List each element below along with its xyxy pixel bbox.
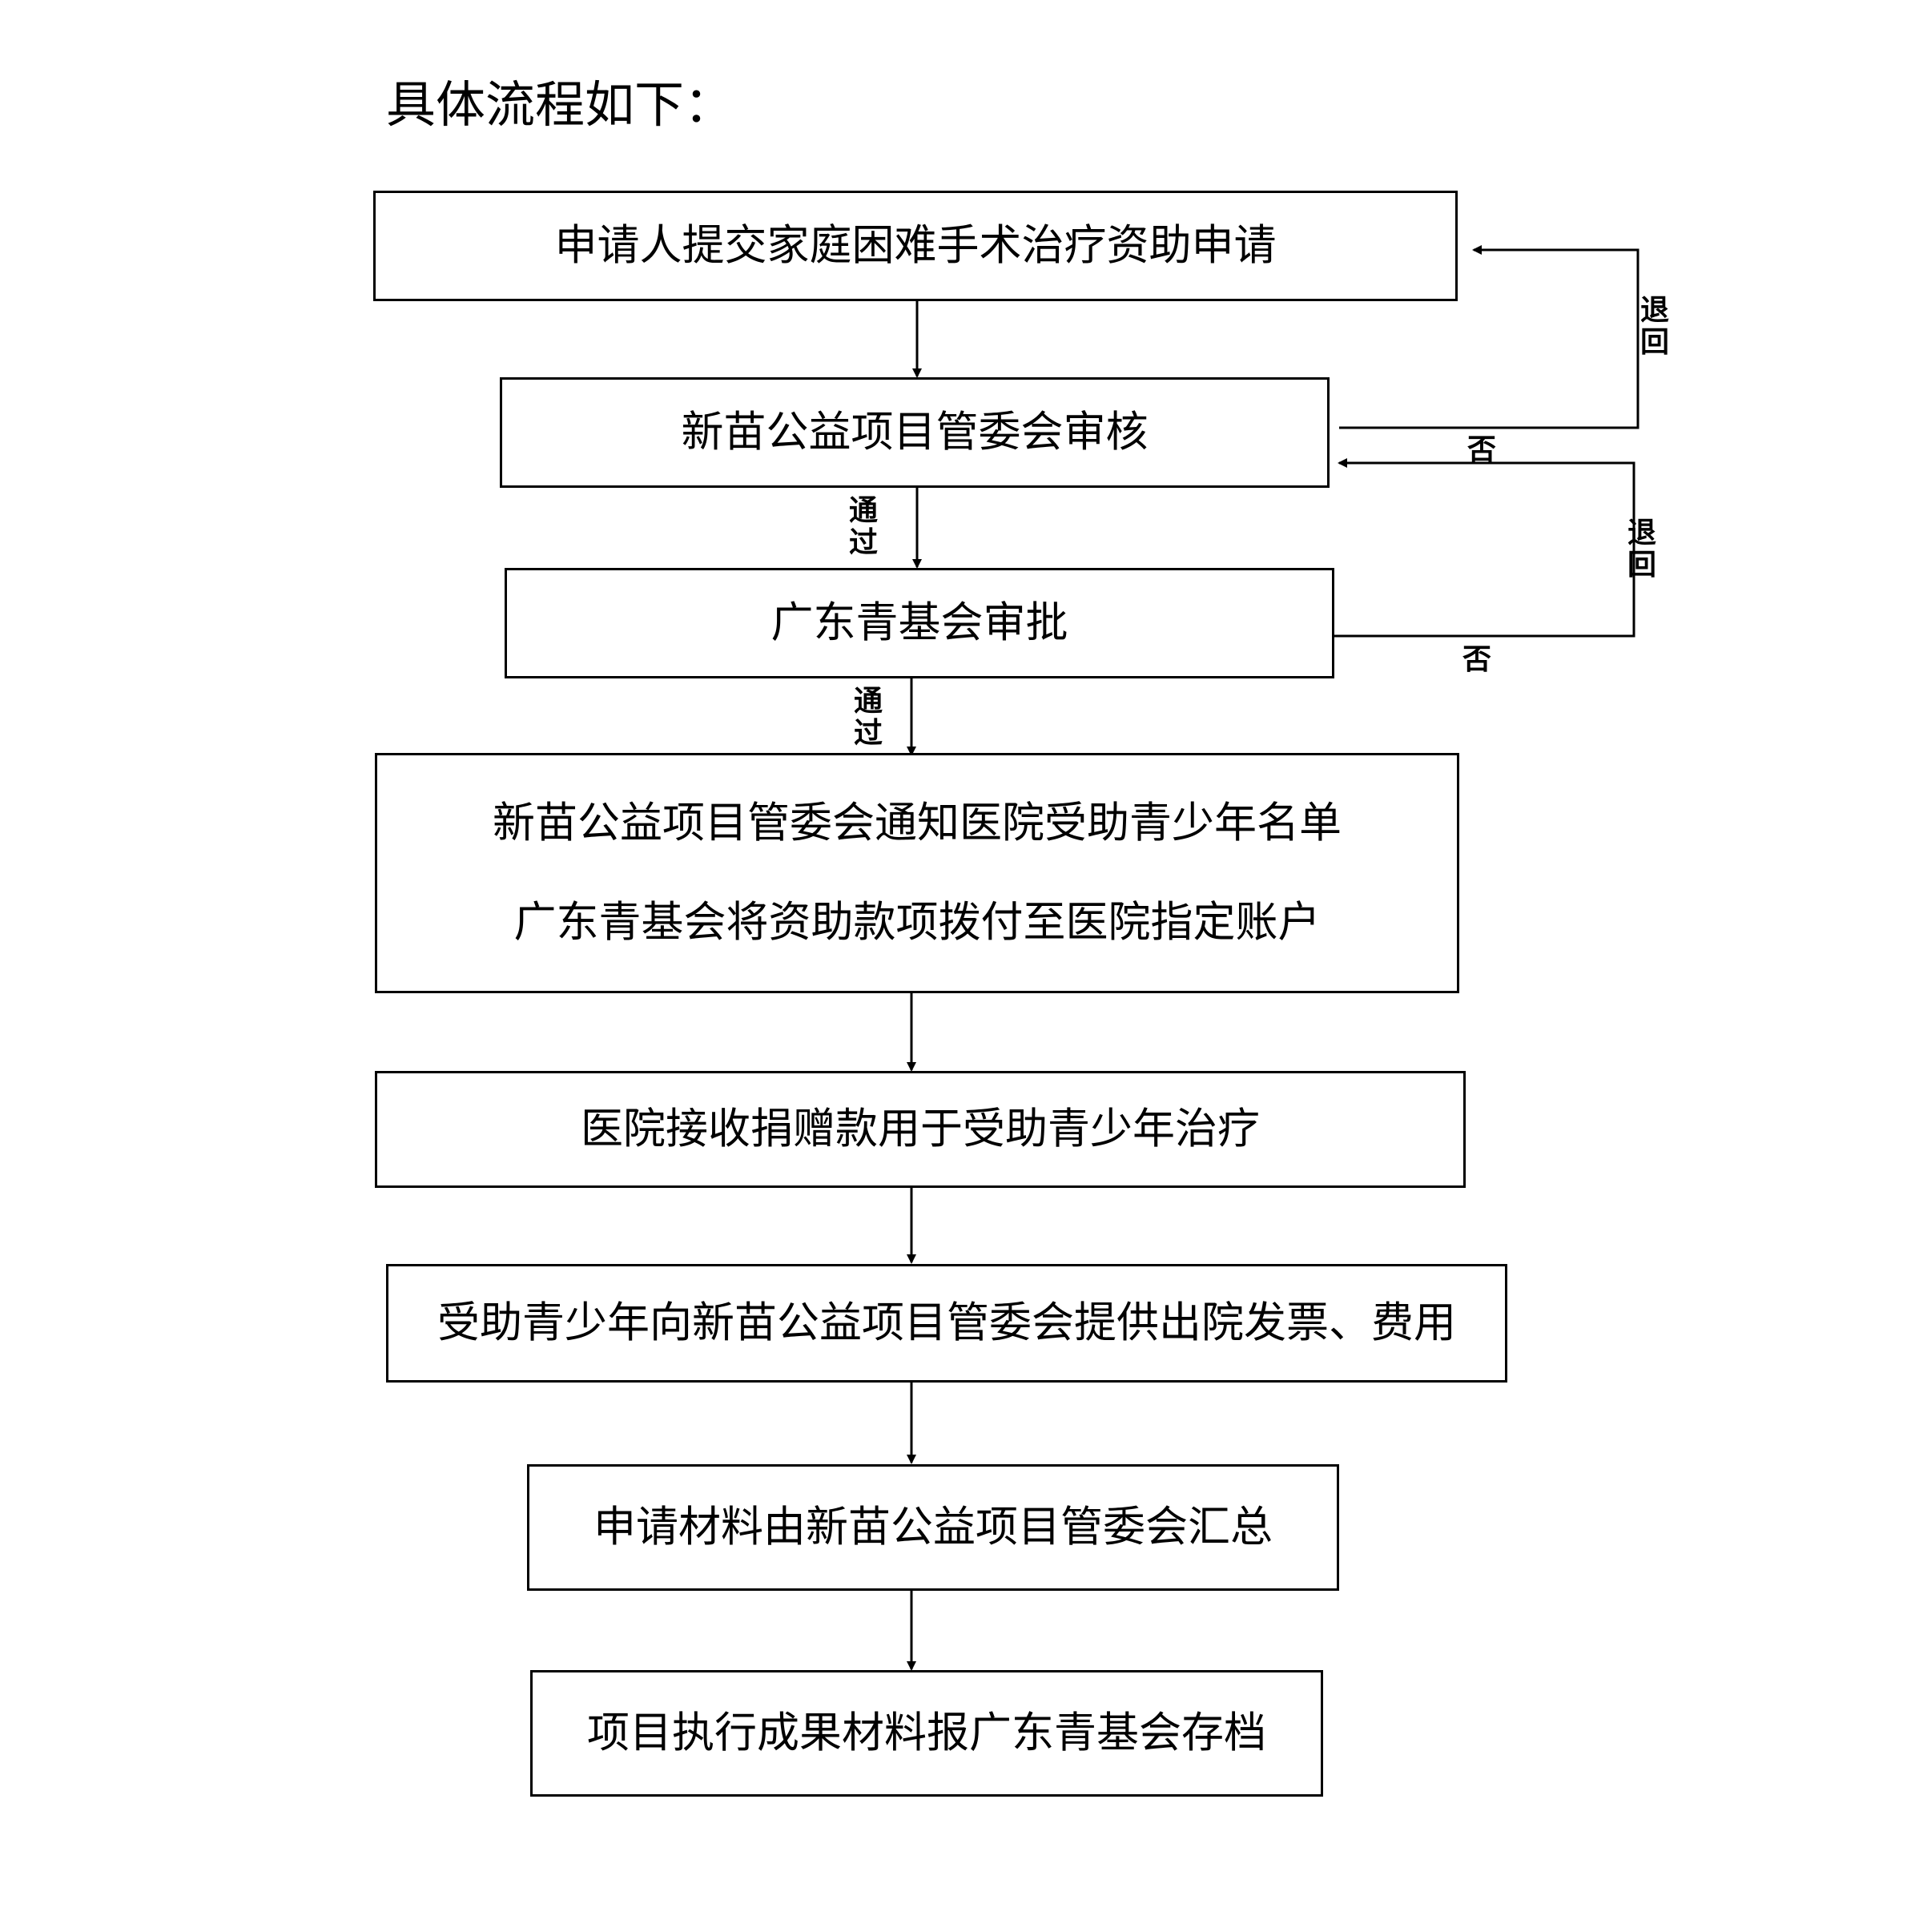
return-loop-step3-to-step2 <box>1334 458 1635 638</box>
step-text-line-2: 广东青基会将资助款项拨付至医院指定账户 <box>513 898 1321 947</box>
label-char: 退 <box>1627 517 1656 549</box>
step-notify-and-disburse: 新苗公益项目管委会通知医院受助青少年名单 广东青基会将资助款项拨付至医院指定账户 <box>375 753 1459 993</box>
step-text: 申请材料由新苗公益项目管委会汇总 <box>593 1503 1273 1552</box>
step-materials-summary: 申请材料由新苗公益项目管委会汇总 <box>527 1464 1339 1591</box>
step-submit-invoices: 受助青少年向新苗公益项目管委会提供出院发票、费用 <box>386 1264 1507 1383</box>
label-char: 过 <box>848 526 878 559</box>
step-text: 申请人提交家庭困难手术治疗资助申请 <box>554 221 1277 271</box>
label-char: 通 <box>853 685 883 718</box>
label-pass-approval: 通 过 <box>852 686 884 750</box>
label-pass-review: 通 过 <box>847 495 879 559</box>
label-char: 过 <box>853 717 883 750</box>
step-text: 广东青基会审批 <box>770 598 1068 648</box>
label-char: 通 <box>848 494 878 527</box>
step-text-line-1: 新苗公益项目管委会通知医院受助青少年名单 <box>493 799 1342 848</box>
step-archive-results: 项目执行成果材料报广东青基会存档 <box>530 1670 1323 1797</box>
label-return-to-application: 退 回 <box>1639 295 1671 359</box>
label-char: 回 <box>1627 549 1656 582</box>
label-no-review: 否 <box>1467 433 1497 466</box>
step-text: 医院接收捐赠款用于受助青少年治疗 <box>581 1105 1260 1154</box>
step-text: 受助青少年向新苗公益项目管委会提供出院发票、费用 <box>437 1298 1456 1348</box>
step-foundation-approval: 广东青基会审批 <box>505 568 1334 678</box>
label-return-to-review: 退 回 <box>1626 517 1658 582</box>
label-no-approval: 否 <box>1462 643 1492 676</box>
step-submit-application: 申请人提交家庭困难手术治疗资助申请 <box>373 191 1458 301</box>
return-loop-step2-to-step1 <box>1339 245 1639 429</box>
step-text: 项目执行成果材料报广东青基会存档 <box>587 1709 1266 1758</box>
page-title: 具体流程如下： <box>386 75 734 134</box>
label-char: 回 <box>1639 326 1669 359</box>
step-text: 新苗公益项目管委会审核 <box>681 408 1149 457</box>
label-char: 退 <box>1639 294 1669 327</box>
step-committee-review: 新苗公益项目管委会审核 <box>500 377 1330 488</box>
step-hospital-treatment: 医院接收捐赠款用于受助青少年治疗 <box>375 1071 1466 1188</box>
